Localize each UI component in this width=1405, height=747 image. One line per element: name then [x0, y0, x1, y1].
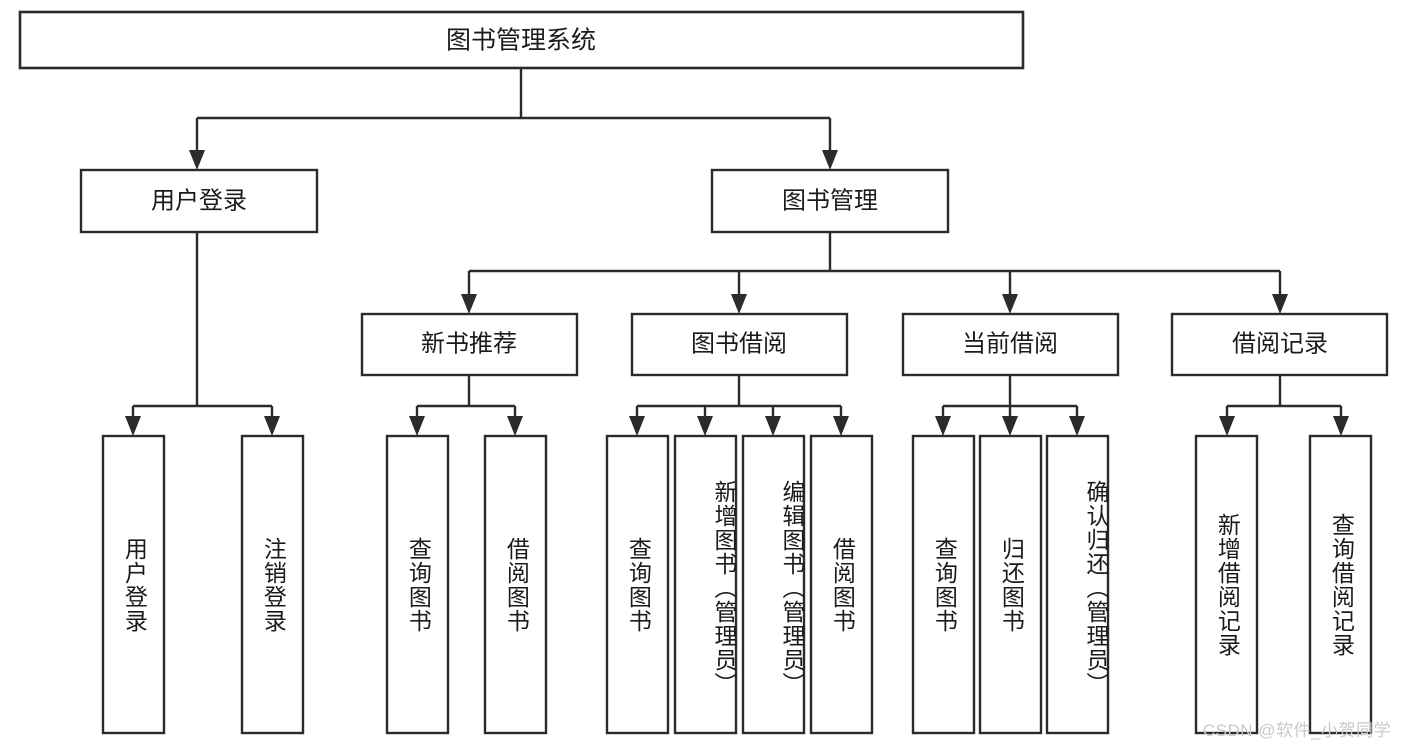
node-user-login-box[interactable] [79, 168, 319, 234]
leaf-confirm-return-label: 确认归还（管理员） [1083, 479, 1109, 696]
leaf-user-logout-label: 注销登录 [260, 536, 287, 633]
node-book-borrow[interactable]: 图书借阅 [630, 312, 849, 377]
leaf-add-book-box[interactable] [673, 434, 738, 735]
leaf-confirm-return-box[interactable] [1045, 434, 1110, 735]
leaf-add-book-label: 新增图书（管理员） [711, 479, 737, 696]
node-new-book-recommend-box[interactable] [360, 312, 579, 377]
leaf-borrow-book-2-label: 借阅图书 [829, 536, 856, 633]
arrowhead-current-borrow [1002, 294, 1018, 314]
leaf-borrow-book-2[interactable]: 借阅图书 [809, 434, 874, 735]
node-book-borrow-box[interactable] [630, 312, 849, 377]
arrowhead-leaf-borrow-book-2 [833, 416, 849, 436]
connector-layer [125, 69, 1349, 436]
leaf-user-login[interactable]: 用户登录 [101, 434, 166, 735]
leaf-add-record[interactable]: 新增借阅记录 [1194, 434, 1259, 735]
leaf-add-record-box[interactable] [1194, 434, 1259, 735]
arrowhead-leaf-query-book-3 [935, 416, 951, 436]
leaf-confirm-return[interactable]: 确认归还（管理员） [1045, 434, 1110, 735]
leaf-user-login-label: 用户登录 [121, 536, 148, 633]
leaf-query-book-2[interactable]: 查询图书 [605, 434, 670, 735]
arrowhead-book-management [822, 150, 838, 170]
node-new-book-recommend-label: 新书推荐 [421, 330, 517, 357]
node-user-login-label: 用户登录 [151, 187, 247, 214]
leaf-return-book-label-wrap: 归还图书 [998, 536, 1025, 633]
node-book-management-box[interactable] [710, 168, 950, 234]
leaf-query-book-2-box[interactable] [605, 434, 670, 735]
leaf-add-book-label-wrap: 新增图书（管理员） [711, 479, 737, 696]
leaf-return-book-label: 归还图书 [998, 536, 1025, 633]
arrowhead-leaf-return-book [1002, 416, 1018, 436]
arrowhead-borrow-record [1272, 294, 1288, 314]
arrowhead-leaf-query-record [1333, 416, 1349, 436]
leaf-edit-book-label-wrap: 编辑图书（管理员） [779, 479, 805, 696]
leaf-borrow-book-2-box[interactable] [809, 434, 874, 735]
node-root[interactable]: 图书管理系统 [18, 10, 1025, 70]
arrowhead-leaf-confirm-return [1069, 416, 1085, 436]
leaf-confirm-return-label-wrap: 确认归还（管理员） [1083, 479, 1109, 696]
leaf-query-book-1[interactable]: 查询图书 [385, 434, 450, 735]
leaf-query-book-3-box[interactable] [911, 434, 976, 735]
node-current-borrow-label: 当前借阅 [962, 330, 1058, 357]
node-root-box[interactable] [18, 10, 1025, 70]
node-book-borrow-label: 图书借阅 [691, 330, 787, 357]
arrowhead-leaf-edit-book [765, 416, 781, 436]
arrowhead-leaf-add-book [697, 416, 713, 436]
leaf-borrow-book-2-label-wrap: 借阅图书 [829, 536, 856, 633]
leaf-query-record-label-wrap: 查询借阅记录 [1328, 512, 1355, 657]
node-book-management[interactable]: 图书管理 [710, 168, 950, 234]
node-borrow-record-box[interactable] [1170, 312, 1389, 377]
leaf-query-book-3[interactable]: 查询图书 [911, 434, 976, 735]
leaf-query-book-3-label-wrap: 查询图书 [931, 536, 958, 633]
leaf-user-logout-label-wrap: 注销登录 [260, 536, 287, 633]
leaf-query-record-box[interactable] [1308, 434, 1373, 735]
leaf-user-login-label-wrap: 用户登录 [121, 536, 148, 633]
node-user-login[interactable]: 用户登录 [79, 168, 319, 234]
leaf-user-logout[interactable]: 注销登录 [240, 434, 305, 735]
leaf-borrow-book-1[interactable]: 借阅图书 [483, 434, 548, 735]
node-borrow-record[interactable]: 借阅记录 [1170, 312, 1389, 377]
leaf-query-book-2-label-wrap: 查询图书 [625, 536, 652, 633]
node-borrow-record-label: 借阅记录 [1232, 330, 1328, 357]
arrowhead-user-login [189, 150, 205, 170]
leaf-borrow-book-1-label-wrap: 借阅图书 [503, 536, 530, 633]
leaf-edit-book-label: 编辑图书（管理员） [779, 479, 805, 696]
leaf-user-login-box[interactable] [101, 434, 166, 735]
node-root-label: 图书管理系统 [446, 27, 596, 55]
leaf-return-book[interactable]: 归还图书 [978, 434, 1043, 735]
arrowhead-leaf-user-logout [264, 416, 280, 436]
leaf-query-book-1-label: 查询图书 [405, 536, 432, 633]
leaf-edit-book-box[interactable] [741, 434, 806, 735]
arrowhead-leaf-query-book-1 [409, 416, 425, 436]
leaf-add-record-label: 新增借阅记录 [1214, 512, 1241, 657]
node-new-book-recommend[interactable]: 新书推荐 [360, 312, 579, 377]
leaf-borrow-book-1-label: 借阅图书 [503, 536, 530, 633]
leaf-query-book-1-label-wrap: 查询图书 [405, 536, 432, 633]
leaf-add-record-label-wrap: 新增借阅记录 [1214, 512, 1241, 657]
leaf-user-logout-box[interactable] [240, 434, 305, 735]
node-current-borrow-box[interactable] [901, 312, 1120, 377]
arrowhead-new-book-recommend [461, 294, 477, 314]
leaf-query-book-3-label: 查询图书 [931, 536, 958, 633]
leaf-edit-book[interactable]: 编辑图书（管理员） [741, 434, 806, 735]
leaf-query-book-1-box[interactable] [385, 434, 450, 735]
arrowhead-leaf-query-book-2 [629, 416, 645, 436]
node-book-management-label: 图书管理 [782, 187, 878, 214]
leaf-borrow-book-1-box[interactable] [483, 434, 548, 735]
arrowhead-book-borrow [731, 294, 747, 314]
leaf-query-book-2-label: 查询图书 [625, 536, 652, 633]
arrowhead-leaf-borrow-book-1 [507, 416, 523, 436]
leaf-query-record-label: 查询借阅记录 [1328, 512, 1355, 657]
leaf-return-book-box[interactable] [978, 434, 1043, 735]
node-current-borrow[interactable]: 当前借阅 [901, 312, 1120, 377]
leaf-query-record[interactable]: 查询借阅记录 [1308, 434, 1373, 735]
arrowhead-leaf-user-login [125, 416, 141, 436]
arrowhead-leaf-add-record [1219, 416, 1235, 436]
leaf-add-book[interactable]: 新增图书（管理员） [673, 434, 738, 735]
